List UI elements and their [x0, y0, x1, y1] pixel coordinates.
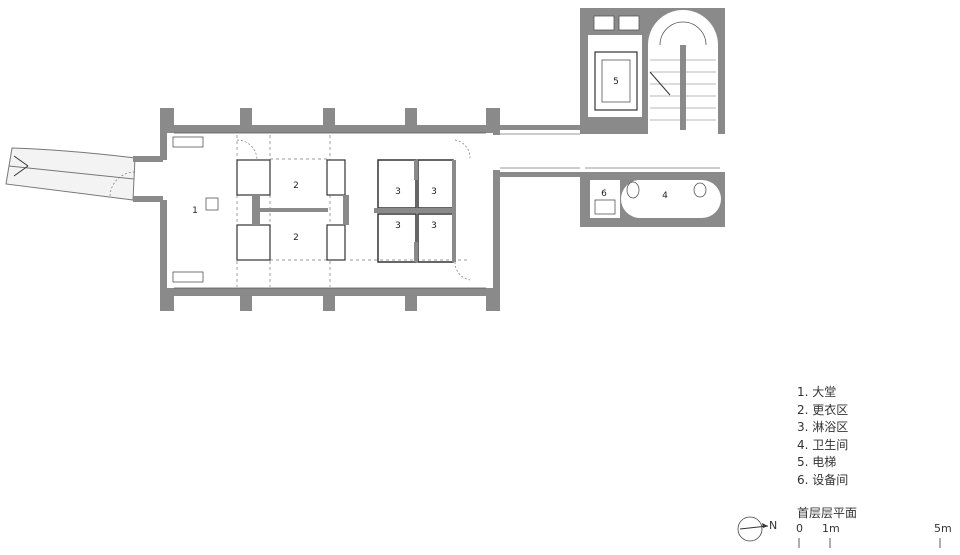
room-label-3d: 3: [431, 221, 437, 231]
room-label-2a: 2: [293, 181, 299, 191]
vestibule-walls: [133, 156, 163, 202]
legend-item: 2. 更衣区: [797, 402, 849, 417]
legend-item: 4. 卫生间: [797, 437, 849, 452]
plan-title: 首层层平面: [797, 506, 858, 520]
legend-item: 6. 设备间: [797, 472, 849, 487]
scale-label-1m: 1m: [822, 522, 840, 535]
service-block: [580, 172, 725, 227]
legend-item: 1. 大堂: [797, 385, 837, 399]
legend: 1. 大堂 2. 更衣区 3. 淋浴区 4. 卫生间 5. 电梯 6. 设备间: [797, 384, 848, 489]
room-label-3a: 3: [395, 187, 401, 197]
legend-item: 3. 淋浴区: [797, 420, 849, 434]
main-block: [109, 108, 500, 311]
room-label-1: 1: [192, 206, 198, 216]
scale-label-0: 0: [796, 522, 803, 535]
room-label-4: 4: [662, 191, 668, 201]
north-arrow-icon: [737, 516, 769, 542]
room-labels: 1 2 2 3 3 3 3 4 5 6: [192, 77, 668, 243]
corridor: [500, 125, 720, 177]
north-label: N: [769, 519, 778, 532]
tower: [580, 8, 725, 134]
legend-item: 5. 电梯: [797, 455, 837, 469]
entrance-ramp: [5, 147, 136, 201]
room-label-3c: 3: [395, 221, 401, 231]
room-label-5: 5: [613, 77, 619, 87]
room-label-6: 6: [601, 189, 607, 199]
scale-label-5m: 5m: [934, 522, 952, 535]
scale-bar: [798, 538, 941, 548]
room-label-2b: 2: [293, 233, 299, 243]
room-label-3b: 3: [431, 187, 437, 197]
